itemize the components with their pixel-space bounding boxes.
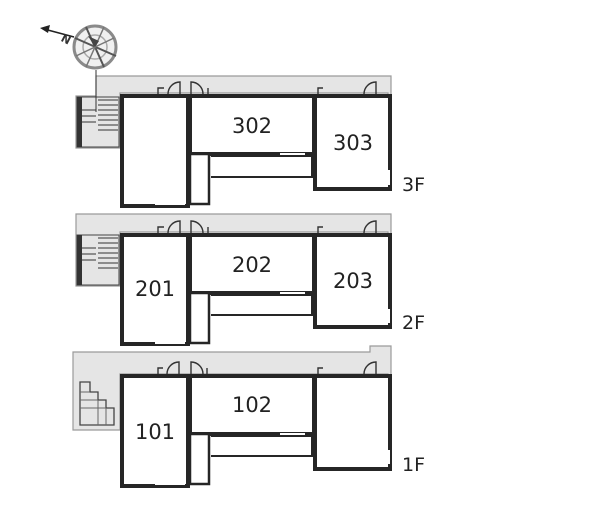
staircase <box>76 70 120 148</box>
unit-label: 303 <box>333 131 373 155</box>
compass-icon: N <box>40 24 118 70</box>
floor-label: 1F <box>402 454 425 476</box>
unit-label: 202 <box>232 253 272 277</box>
unit-label: 302 <box>232 114 272 138</box>
floor-label: 3F <box>402 174 425 196</box>
floor-1f: 101 102 1F <box>72 345 425 488</box>
unit-label: 102 <box>232 393 272 417</box>
staircase <box>79 381 115 426</box>
floor-label: 2F <box>402 312 425 334</box>
floor-2f: 201 202 203 2F <box>75 213 425 346</box>
staircase <box>76 234 120 286</box>
unit-label: 203 <box>333 269 373 293</box>
floor-3f: 302 303 3F <box>75 70 425 208</box>
unit-label: 201 <box>135 277 175 301</box>
unit-label: 101 <box>135 420 175 444</box>
